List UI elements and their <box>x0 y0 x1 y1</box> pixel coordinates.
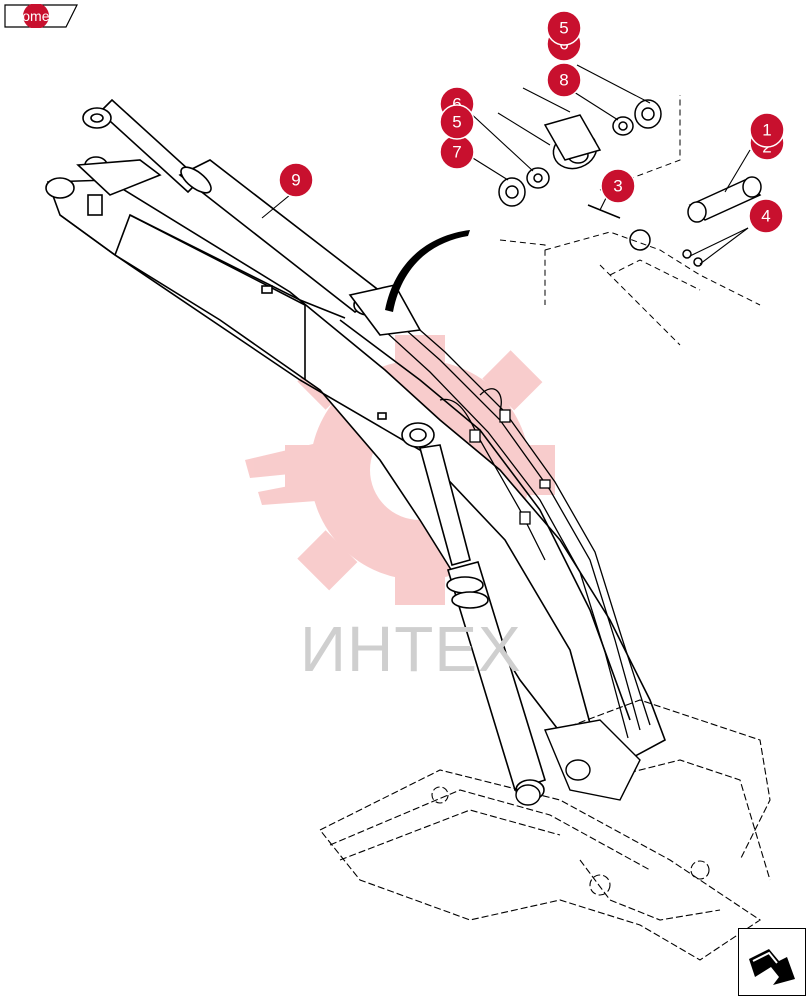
home-button[interactable]: home <box>4 3 78 29</box>
leader-lines <box>261 64 751 265</box>
callout-7[interactable]: 7 <box>439 134 475 170</box>
arm-cylinder <box>82 98 422 336</box>
next-page-arrow-icon <box>749 949 795 985</box>
pin-assembly <box>498 99 762 267</box>
callout-label: 5 <box>452 113 461 132</box>
home-label: home <box>14 8 49 24</box>
home-tab-shape: home <box>4 3 78 29</box>
boom-cylinder <box>401 422 546 801</box>
callout-5-lower[interactable]: 5 <box>439 104 475 140</box>
callout-label: 6 <box>452 95 461 114</box>
callout-label: 9 <box>291 171 300 190</box>
callout-label: 3 <box>613 177 622 196</box>
hydraulic-hoses <box>361 294 651 739</box>
callout-label: 8 <box>559 71 568 90</box>
callout-label: 5 <box>559 19 568 38</box>
callout-label: 7 <box>452 143 461 162</box>
callout-9[interactable]: 9 <box>278 162 314 198</box>
next-page-button[interactable] <box>738 928 806 996</box>
machine-base <box>319 699 771 961</box>
dashed-leaders <box>499 95 761 346</box>
callout-label: 4 <box>761 207 770 226</box>
callout-5-upper[interactable]: 5 <box>546 10 582 46</box>
callout-label: 1 <box>762 121 771 140</box>
callout-8[interactable]: 8 <box>546 62 582 98</box>
leader-arrow <box>385 230 470 312</box>
callout-1-front: 1 <box>749 112 785 148</box>
callout-4[interactable]: 4 <box>748 198 784 234</box>
callout-3[interactable]: 3 <box>600 168 636 204</box>
boom-foot <box>515 719 641 806</box>
